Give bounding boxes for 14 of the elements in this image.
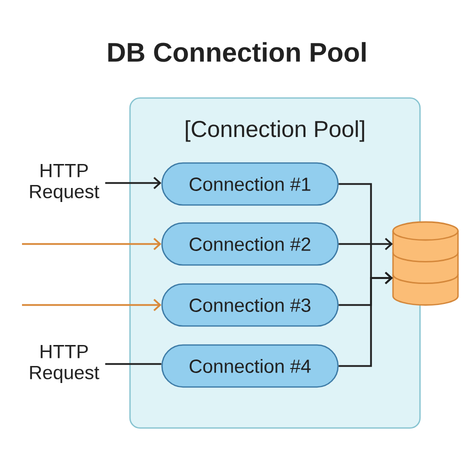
arrow xyxy=(338,238,393,250)
arrow xyxy=(22,238,162,250)
rounded-box: Connection #2 xyxy=(161,222,339,266)
database-cylinder xyxy=(392,221,459,306)
arrow xyxy=(105,176,162,190)
connector-line xyxy=(105,363,162,365)
text-label: HTTP Request xyxy=(30,164,100,202)
rounded-box: Connection #3 xyxy=(161,283,339,327)
rounded-box: Connection #4 xyxy=(161,344,339,388)
text-label: HTTP Request xyxy=(30,345,100,383)
rounded-box: Connection #1 xyxy=(161,162,339,206)
title: DB Connection Pool xyxy=(108,42,366,62)
arrow xyxy=(338,272,393,367)
arrow xyxy=(22,298,162,312)
